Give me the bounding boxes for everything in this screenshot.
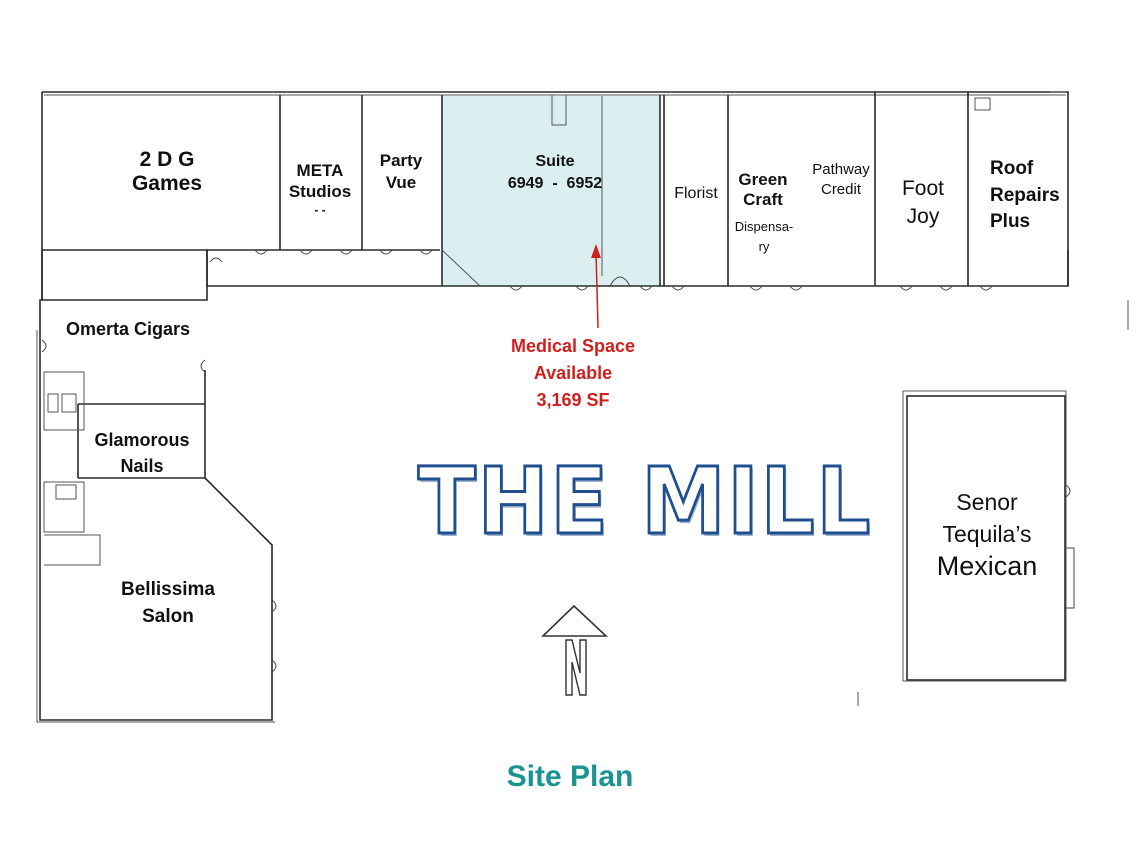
tenant-label-bellissima-salon[interactable]: Bellissima Salon: [108, 577, 228, 630]
tenant-name-line: Tequila’s: [942, 521, 1032, 548]
tenant-name-line: Vue: [385, 173, 417, 193]
suite-number: 6949 - 6952: [507, 175, 603, 193]
tenant-label-meta-studios[interactable]: META Studios - -: [280, 160, 360, 218]
tenant-label-senor-tequilas[interactable]: Senor Tequila’s: [912, 486, 1062, 550]
available-pointer-arrow: [595, 251, 599, 329]
tenant-name-line: Studios: [288, 182, 352, 202]
tenant-name-line: 2 D G: [139, 148, 195, 171]
tenant-name-line: Craft: [743, 189, 783, 209]
tenant-label-pathway-credit[interactable]: Pathway Credit: [802, 160, 880, 199]
tenant-label-mexican: Mexican: [912, 551, 1062, 582]
tenant-name-line: Party: [379, 151, 423, 170]
tenant-label-foot-joy[interactable]: Foot Joy: [886, 175, 960, 232]
tenant-label-green-craft[interactable]: Green Craft: [730, 170, 796, 209]
tenant-name-line: Green: [738, 170, 788, 189]
tenant-name-line: Glamorous: [94, 430, 190, 450]
tenant-name-line: Mexican: [936, 551, 1038, 581]
tenant-name-line: - -: [314, 202, 326, 217]
tenant-name-line: Florist: [674, 185, 718, 202]
tenant-name-line: Dispensa-: [734, 219, 794, 234]
available-line-2: Available: [533, 363, 613, 383]
tenant-name-line: Pathway: [812, 161, 870, 178]
tenant-label-party-vue[interactable]: Party Vue: [364, 150, 438, 194]
tenant-name-line: Nails: [120, 456, 164, 477]
tenant-name-line: Bellissima: [121, 579, 215, 600]
tenant-name-line: Senor: [956, 489, 1018, 515]
tenant-name-line: Joy: [906, 205, 940, 229]
available-area: 3,169 SF: [536, 390, 610, 410]
tenant-name-line: Foot: [901, 177, 945, 200]
available-suite-highlight[interactable]: [442, 96, 660, 286]
tenant-name-line: META: [296, 161, 344, 180]
tenant-label-dispensary: Dispensa- ry: [726, 217, 802, 256]
available-space-callout: Medical Space Available 3,169 SF: [490, 333, 656, 414]
restaurant-building-outline: [906, 395, 1066, 681]
suite-title: Suite: [535, 153, 575, 170]
tenant-name-line: ry: [758, 238, 770, 254]
tenant-name-line: Salon: [142, 605, 194, 627]
tenant-label-2dg-games[interactable]: 2 D G Games: [112, 148, 222, 196]
tenant-label-glamorous-nails[interactable]: Glamorous Nails: [82, 427, 202, 479]
tenant-name-line: Credit: [820, 180, 861, 198]
tenant-label-suite[interactable]: Suite 6949 - 6952: [480, 151, 630, 196]
tenant-name-line: Plus: [990, 211, 1031, 233]
north-arrow-icon: [541, 604, 609, 696]
available-line-1: Medical Space: [510, 336, 636, 356]
site-plan-caption: Site Plan: [506, 760, 634, 793]
tenant-name-line: Repairs: [990, 184, 1060, 206]
tenant-label-roof-repairs-plus[interactable]: Roof Repairs Plus: [990, 156, 1060, 236]
tenant-name-line: Omerta Cigars: [65, 319, 191, 339]
tenant-name-line: Games: [131, 172, 203, 196]
tenant-label-florist[interactable]: Florist: [664, 185, 728, 203]
tenant-label-omerta-cigars[interactable]: Omerta Cigars: [50, 319, 206, 340]
tenant-name-line: Roof: [990, 158, 1034, 179]
plan-title: THE MILL: [417, 447, 873, 557]
